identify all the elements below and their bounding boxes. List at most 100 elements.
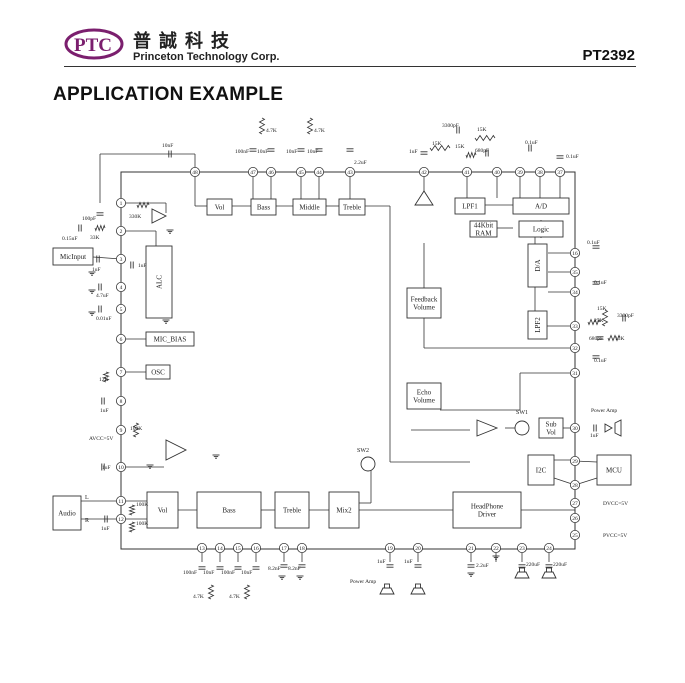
capacitor-value: 10nF xyxy=(286,149,297,155)
page-header: PTC 普誠科技 Princeton Technology Corp. PT23… xyxy=(0,0,685,72)
speaker-icon xyxy=(415,583,421,589)
pin-39 xyxy=(515,166,526,177)
ram-block xyxy=(469,220,498,238)
ad-block-label: A/D xyxy=(535,203,547,211)
power-amp-label-top: Power Amp xyxy=(591,408,617,414)
logo-text: PTC xyxy=(74,35,112,56)
resistor-value: 100K xyxy=(130,426,142,432)
dvcc-label: DVCC=5V xyxy=(603,501,628,507)
resistor-value: 100K xyxy=(136,502,148,508)
pin-number: 1 xyxy=(120,201,123,207)
treble-block-top xyxy=(338,198,366,216)
i2c-block xyxy=(527,454,555,486)
mcu-block-label: MCU xyxy=(606,467,622,475)
pin-40 xyxy=(491,166,502,177)
mic-input-jack-label: MicInput xyxy=(60,253,86,261)
pin-number: 38 xyxy=(537,170,543,176)
pin-44 xyxy=(313,166,324,177)
feedback-volume-block-label: Volume xyxy=(413,304,435,312)
resistor xyxy=(465,151,477,159)
resistor xyxy=(207,584,215,600)
treble-block-bottom xyxy=(274,491,310,529)
pin-25 xyxy=(570,530,581,541)
resistor xyxy=(243,584,251,600)
resistor-value: 15K xyxy=(615,336,625,342)
pin-number: 16 xyxy=(572,251,578,257)
capacitor-value: 1uF xyxy=(138,263,147,269)
echo-volume-block-label: Volume xyxy=(413,397,435,405)
pin-16 xyxy=(570,247,581,258)
pin-10 xyxy=(116,461,127,472)
capacitor-value: 10nF xyxy=(162,143,173,149)
pin-11 xyxy=(116,495,127,506)
resistor-value: 4.7K xyxy=(229,594,240,600)
capacitor-value: 1uF xyxy=(92,267,101,273)
capacitor-value: 3300pF xyxy=(442,123,459,129)
pin-number: 7 xyxy=(120,370,123,376)
pin-24 xyxy=(544,543,555,554)
pin-number: 13 xyxy=(199,546,205,552)
pin-41 xyxy=(461,166,472,177)
resistor xyxy=(94,224,106,232)
pin-number: 40 xyxy=(494,170,500,176)
mic-bias-block-label: MIC_BIAS xyxy=(154,336,187,344)
resistor-value: 4.7K xyxy=(266,128,277,134)
i2c-block-label: I2C xyxy=(536,467,547,475)
speaker-icon xyxy=(410,587,426,595)
pin-number: 47 xyxy=(250,170,256,176)
mcu-block xyxy=(596,454,632,486)
pin-29 xyxy=(570,455,581,466)
pin-number: 26 xyxy=(572,516,578,522)
vol-block-top xyxy=(206,198,233,216)
resistor xyxy=(306,117,314,135)
pin-number: 23 xyxy=(519,546,525,552)
middle-block-label: Middle xyxy=(299,204,319,212)
capacitor-value: 1uF xyxy=(377,559,386,565)
resistor xyxy=(136,201,150,209)
pin-22 xyxy=(490,543,501,554)
speaker-icon xyxy=(519,567,525,573)
pin-number: 33 xyxy=(572,324,578,330)
bass-block-bottom xyxy=(196,491,262,529)
pin-46 xyxy=(265,166,276,177)
lpf2-block xyxy=(527,310,548,340)
sub-vol-block-label: Sub xyxy=(546,421,557,429)
pin-number: 29 xyxy=(572,459,578,465)
sub-vol-block xyxy=(538,417,564,439)
capacitor-value: 100nF xyxy=(235,149,249,155)
capacitor-value: 10nF xyxy=(257,149,268,155)
capacitor-value: 0.1uF xyxy=(587,240,600,246)
capacitor-value: 2.2uF xyxy=(476,563,489,569)
pin-14 xyxy=(214,543,225,554)
capacitor-value: 100pF xyxy=(82,216,96,222)
resistor-value: 33K xyxy=(90,235,100,241)
resistor xyxy=(601,309,609,327)
pin-number: 17 xyxy=(281,546,287,552)
pin-number: 22 xyxy=(493,546,499,552)
pin-42 xyxy=(418,166,429,177)
ad-block xyxy=(512,197,570,215)
part-number: PT2392 xyxy=(582,47,635,64)
resistor xyxy=(128,521,136,533)
company-name-english: Princeton Technology Corp. xyxy=(133,51,280,63)
company-name-chinese: 普誠科技 xyxy=(133,31,237,52)
lpf1-block-label: LPF1 xyxy=(462,203,478,211)
capacitor-value: 1uF xyxy=(409,149,418,155)
opamp-icon xyxy=(414,190,434,206)
pin-26 xyxy=(570,513,581,524)
audio-l-label: L xyxy=(85,495,89,501)
pin-31 xyxy=(570,367,581,378)
pin-number: 16 xyxy=(253,546,259,552)
sw2-label: SW2 xyxy=(357,448,369,454)
pin-23 xyxy=(517,543,528,554)
resistor-value: 15K xyxy=(597,306,607,312)
feedback-volume-block xyxy=(406,287,442,319)
capacitor-value: 1uF xyxy=(101,526,110,532)
avcc-label: AVCC=5V xyxy=(89,436,113,442)
opamp-icon xyxy=(151,208,168,224)
pin-number: 9 xyxy=(120,428,123,434)
pin-33 xyxy=(570,320,581,331)
pin-number: 10 xyxy=(118,465,124,471)
pin-17 xyxy=(278,543,289,554)
